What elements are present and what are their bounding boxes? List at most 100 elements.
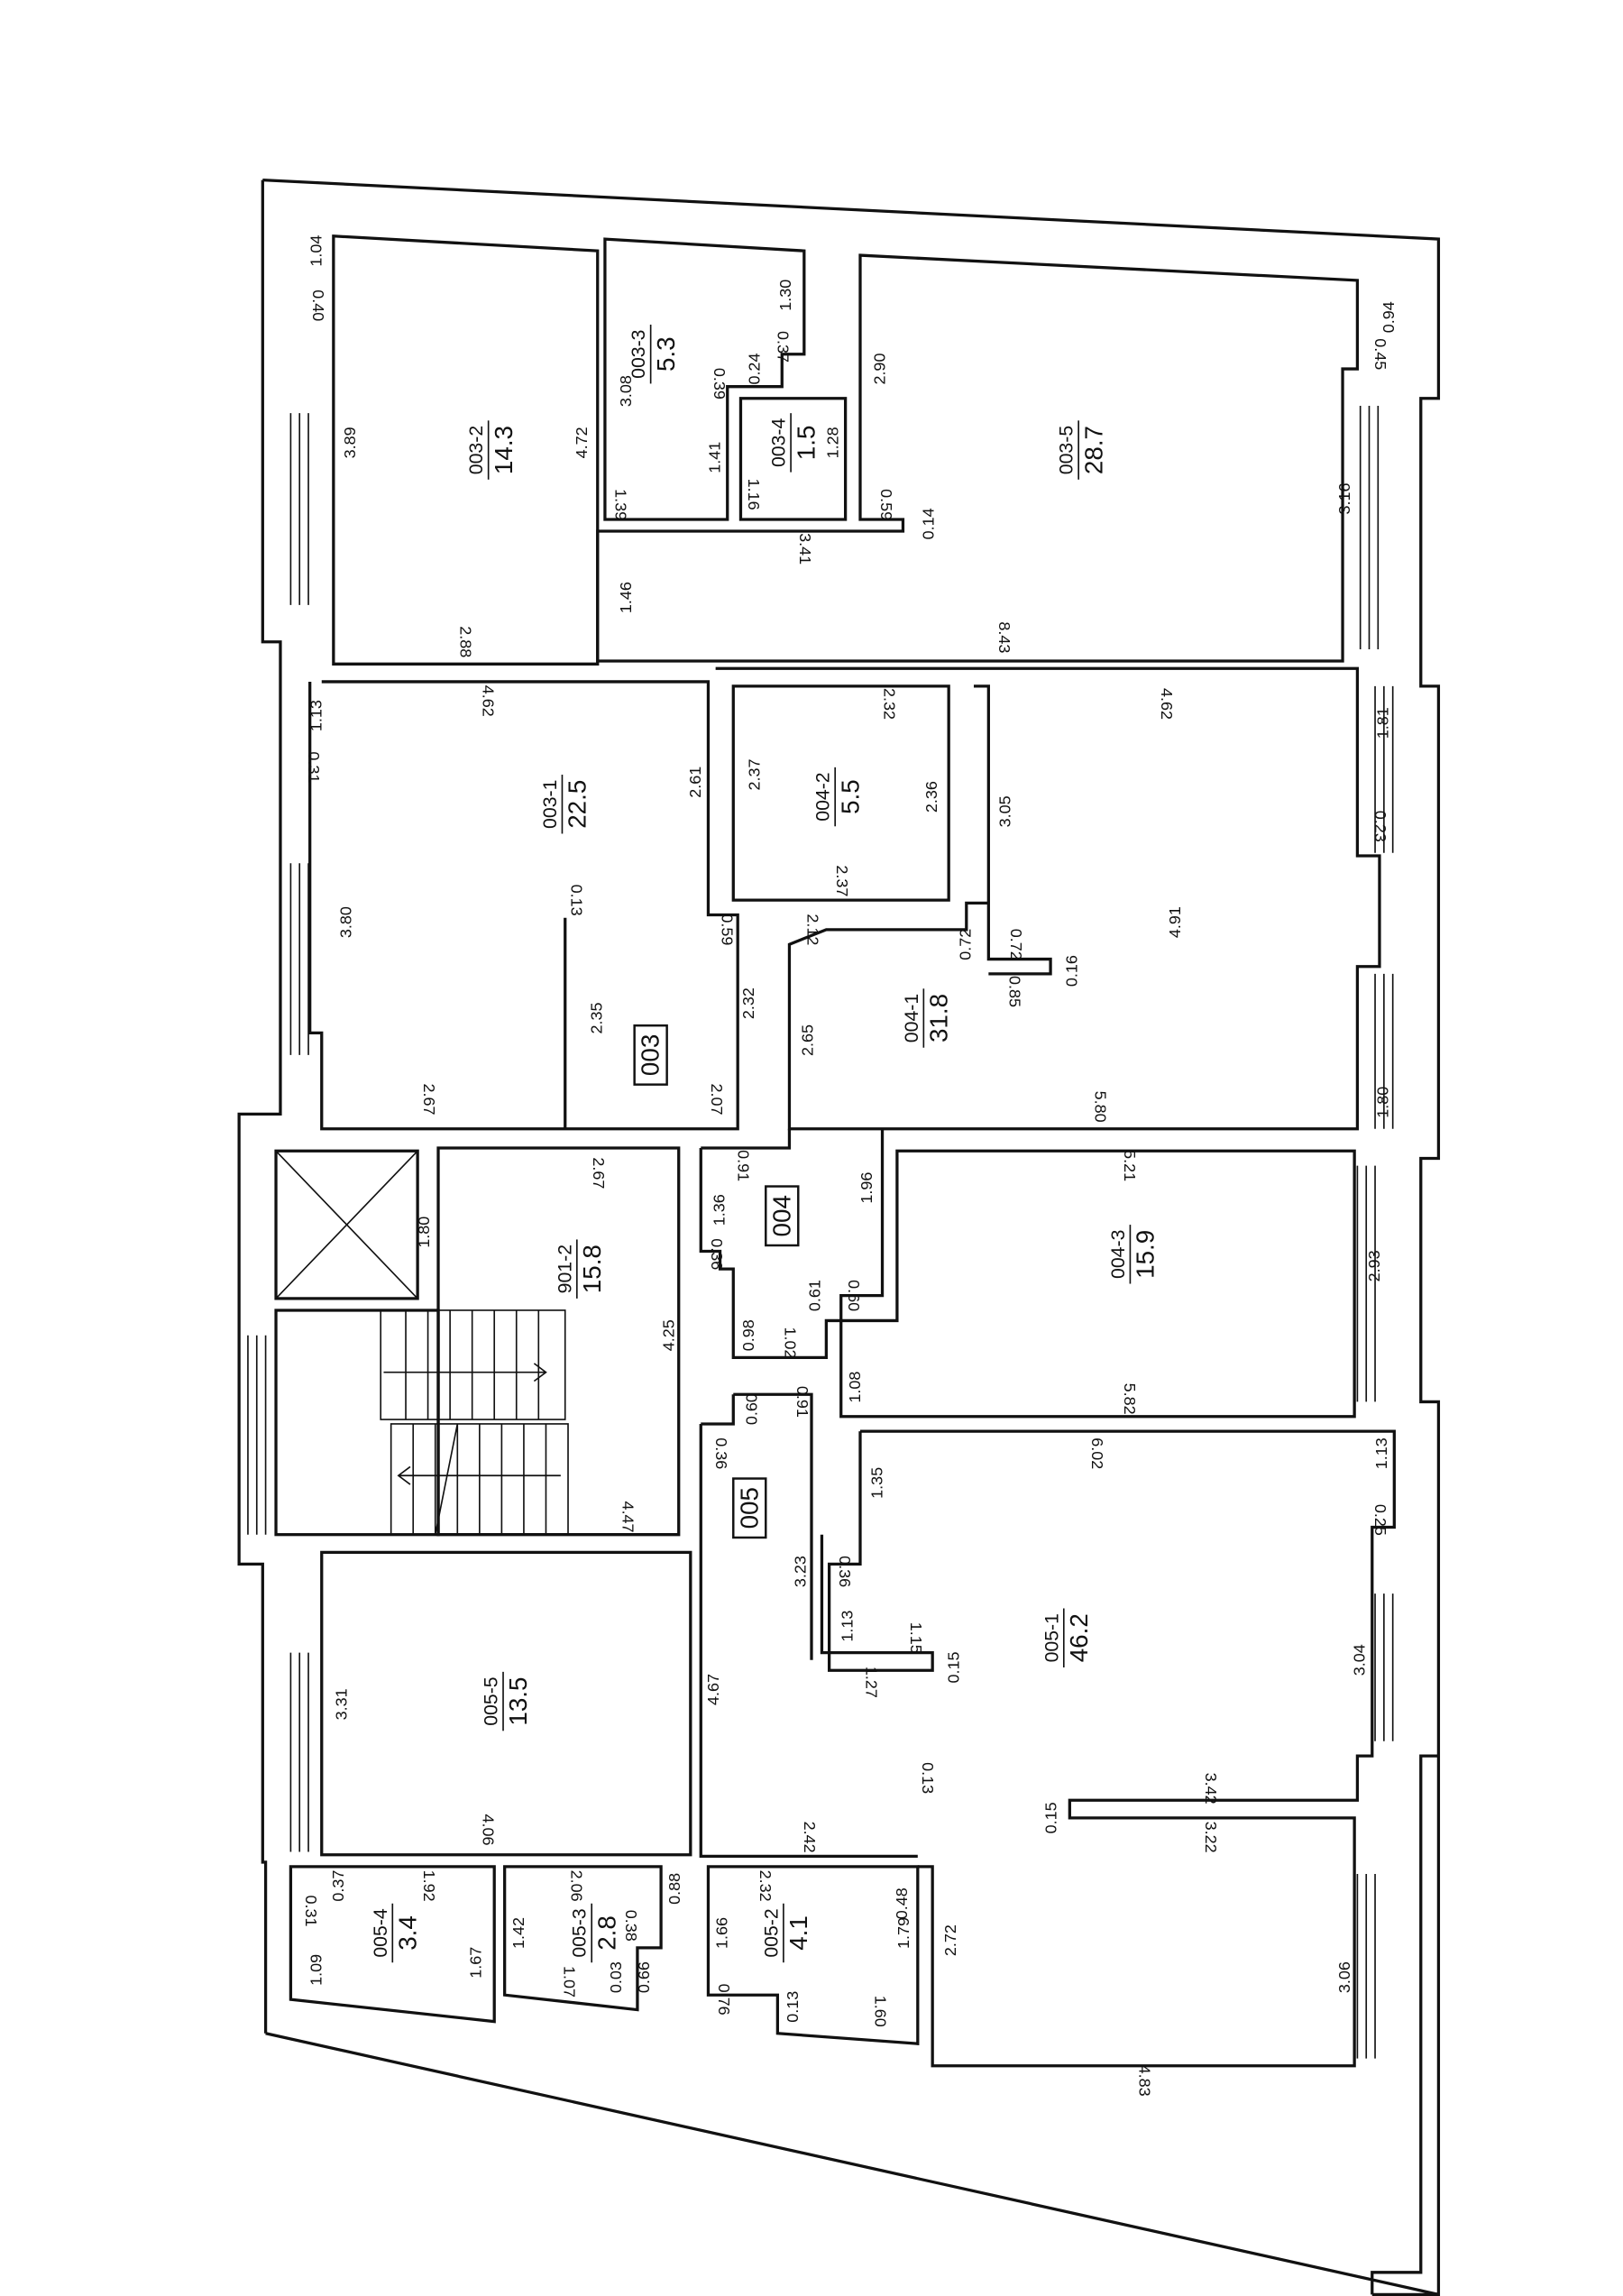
dimension-label: 0.25	[1371, 1504, 1389, 1536]
dimension-label: 3.22	[1202, 1822, 1220, 1853]
dimension-label: 2.67	[420, 1083, 438, 1115]
dimension-label: 0.24	[746, 354, 764, 385]
dimension-label: 1.80	[415, 1217, 433, 1248]
dimension-label: 0.88	[665, 1873, 683, 1905]
dimension-label: 0.91	[734, 1150, 752, 1181]
dimension-label: 0.38	[622, 1910, 640, 1942]
dimension-label: 2.32	[756, 1870, 775, 1902]
dimension-label: 2.72	[941, 1924, 959, 1956]
dimension-label: 4.62	[479, 685, 497, 717]
dimension-label: 1.02	[782, 1327, 800, 1358]
rooms-walls	[274, 234, 1396, 2068]
room-id: 004-2	[812, 772, 834, 821]
dimension-label: 0.40	[309, 289, 327, 321]
dimension-label: 6.02	[1088, 1437, 1106, 1469]
dimension-label: 3.08	[617, 375, 635, 407]
dimension-label: 2.12	[803, 914, 821, 945]
dimension-label: 0.36	[708, 1238, 726, 1270]
room-id: 003-2	[465, 426, 487, 474]
dimension-label: 5.82	[1121, 1383, 1139, 1415]
room-area: 15.8	[578, 1244, 606, 1293]
dimension-label: 1.39	[612, 489, 630, 520]
dimension-label: 1.42	[509, 1917, 527, 1949]
dimension-label: 0.66	[635, 1961, 653, 1993]
dimension-label: 0.72	[1007, 929, 1025, 960]
dimension-label: 0.59	[718, 914, 736, 945]
dimension-label: 2.36	[922, 781, 940, 813]
dimension-label: 2.37	[833, 865, 851, 896]
apartment-number-text: 003	[637, 1034, 665, 1076]
dimension-label: 0.03	[607, 1961, 625, 1993]
dimension-label: 1.28	[823, 427, 841, 458]
dimension-label: 0.48	[893, 1887, 911, 1919]
dimension-label: 0.39	[711, 368, 729, 400]
dimension-label: 3.89	[341, 427, 359, 458]
dimension-label: 2.88	[457, 626, 475, 657]
dimension-label: 4.67	[704, 1674, 722, 1705]
room-area: 4.1	[784, 1915, 812, 1951]
dimension-label: 5.21	[1121, 1150, 1139, 1181]
room-id: 003-3	[628, 330, 649, 379]
apartment-labels: 003 004 005	[633, 1024, 800, 1539]
dimension-label: 0.31	[305, 751, 323, 783]
dimension-label: 2.32	[880, 688, 898, 720]
room-area: 1.5	[792, 426, 820, 461]
dimension-label: 0.37	[775, 331, 793, 363]
room-id: 003-4	[768, 418, 790, 468]
room-id: 003-1	[539, 780, 561, 829]
dimension-label: 0.13	[919, 1762, 937, 1794]
dimension-label: 0.15	[1041, 1802, 1059, 1833]
dimension-label: 2.32	[739, 987, 757, 1019]
room-id: 005-1	[1041, 1613, 1062, 1662]
dimension-label: 0.31	[302, 1895, 320, 1926]
staircase	[274, 1309, 569, 1537]
outer-walls	[237, 178, 1441, 2296]
dimension-label: 3.41	[796, 533, 814, 565]
dimension-label: 0.60	[845, 1280, 863, 1311]
dimension-label: 0.23	[1371, 811, 1389, 842]
dimension-label: 2.67	[590, 1157, 608, 1189]
dimension-label: 4.25	[660, 1319, 678, 1351]
dimension-label: 1.27	[863, 1667, 881, 1698]
dimension-label: 1.15	[907, 1622, 925, 1654]
dimension-label: 1.67	[466, 1947, 484, 1979]
dimension-label: 4.62	[1158, 688, 1176, 720]
dimension-label: 1.79	[894, 1917, 912, 1949]
apartment-number-text: 004	[767, 1195, 795, 1236]
dimension-label: 2.61	[686, 767, 704, 798]
dimension-label: 2.42	[801, 1822, 819, 1853]
dimension-label: 3.80	[336, 906, 354, 938]
dimension-label: 3.31	[332, 1688, 350, 1720]
dimension-label: 1.07	[560, 1966, 578, 1998]
dimension-label: 2.93	[1365, 1250, 1383, 1281]
dimension-label: 1.92	[420, 1870, 438, 1902]
apartment-number: 003	[633, 1024, 668, 1086]
room-area: 15.9	[1132, 1230, 1160, 1279]
dimension-label: 2.07	[708, 1083, 726, 1115]
dimension-label: 1.30	[776, 280, 794, 311]
dimension-label: 2.90	[871, 354, 889, 385]
dimension-label: 1.80	[1374, 1087, 1392, 1118]
dimension-label: 2.06	[567, 1870, 585, 1902]
dimension-label: 0.61	[806, 1280, 824, 1311]
dimension-label: 2.37	[746, 759, 764, 791]
room-id: 003-5	[1056, 426, 1077, 474]
dimension-label: 1.16	[745, 479, 763, 510]
dimension-label: 4.06	[479, 1814, 497, 1845]
dimension-label: 1.46	[617, 582, 635, 613]
apartment-number-text: 005	[735, 1487, 763, 1529]
room-area: 5.5	[836, 779, 864, 814]
dimension-label: 1.13	[1372, 1437, 1390, 1469]
dimension-label: 0.37	[329, 1870, 347, 1902]
